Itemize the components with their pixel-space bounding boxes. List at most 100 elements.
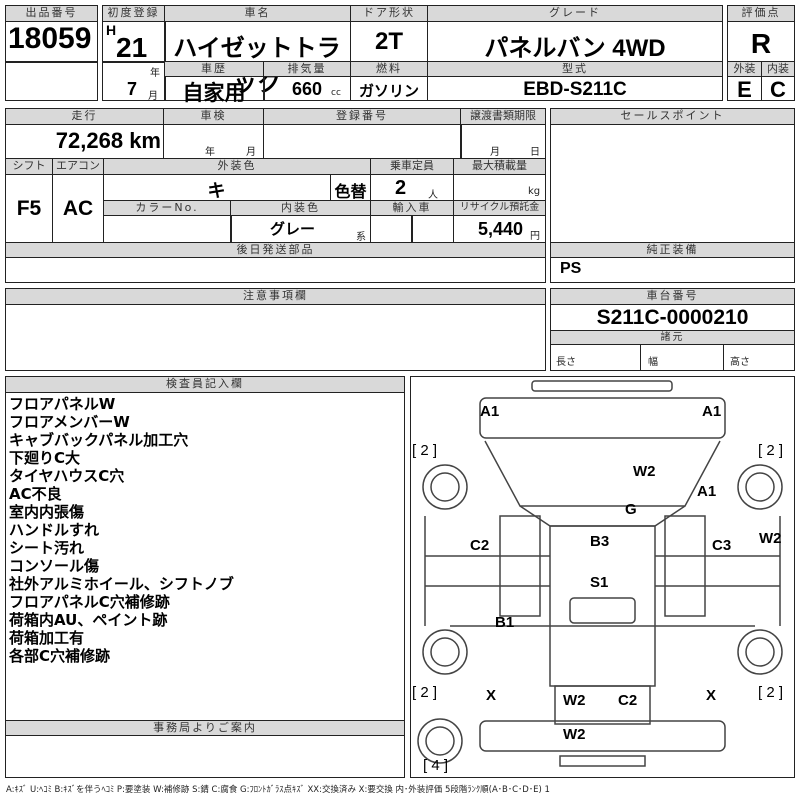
era: H (106, 22, 117, 38)
model-label: 型式 (427, 61, 723, 77)
fuel-label: 燃料 (350, 61, 428, 77)
inspector-label: 検査員記入欄 (5, 376, 405, 393)
legend: A:ｷｽﾞ U:ﾍｺﾐ B:ｷｽﾞを伴うﾍｺﾐ P:要塗装 W:補修跡 S:錆 … (6, 785, 550, 795)
mileage-label: 走行 (5, 108, 164, 125)
insp-year-unit: 年 (205, 147, 215, 158)
divider (640, 344, 724, 371)
equipment: PS (560, 260, 582, 277)
damage-mark: X (706, 687, 717, 704)
divider (350, 76, 428, 101)
note: コンソール傷 (9, 557, 100, 575)
month-unit: 月 (148, 91, 158, 102)
divider (230, 215, 232, 243)
year: 21 (116, 32, 148, 63)
shift-label: シフト (5, 158, 53, 175)
import-label: 輸入車 (370, 200, 454, 216)
door: 2T (374, 28, 403, 55)
chassis-number: S211C-0000210 (596, 306, 749, 329)
length-label: 長さ (556, 357, 576, 368)
note: 荷箱加工有 (9, 629, 85, 647)
shift: F5 (16, 197, 42, 220)
history-label: 車歴 (164, 61, 264, 77)
damage-mark: C2 (470, 537, 490, 554)
damage-diagram (410, 376, 795, 778)
insp-month-unit: 月 (246, 147, 256, 158)
score-label: 評価点 (727, 5, 795, 22)
color-change: 色替 (334, 184, 367, 201)
transfer-label: 譲渡書類期限 (460, 108, 546, 125)
capacity-unit: 人 (428, 190, 438, 201)
name-label: 車名 (164, 5, 351, 22)
damage-mark: [ 2 ] (412, 442, 438, 459)
interior-color: グレー (270, 221, 316, 238)
spec-label: 諸元 (550, 330, 795, 345)
office-label: 事務局よりご案内 (5, 720, 405, 736)
car-outline (417, 380, 783, 767)
damage-mark: [ 2 ] (412, 684, 438, 701)
history: 自家用 (182, 82, 246, 105)
divider (263, 76, 265, 101)
ext-score: E (737, 77, 752, 102)
grade-label: グレード (427, 5, 723, 22)
note: 下廻りC大 (9, 449, 81, 467)
transfer-day: 日 (530, 147, 540, 158)
ext-label: 外装 (727, 61, 762, 77)
damage-mark: [ 2 ] (758, 684, 784, 701)
note: AC不良 (9, 485, 62, 503)
damage-mark: C3 (712, 537, 732, 554)
damage-mark: A1 (697, 483, 717, 500)
note: フロアメンバーW (9, 413, 130, 431)
inspection-label: 車検 (163, 108, 264, 125)
width-label: 幅 (648, 357, 658, 368)
damage-mark: A1 (702, 403, 722, 420)
note: 社外アルミホイール、シフトノブ (9, 575, 234, 593)
capacity-label: 乗車定員 (370, 158, 454, 175)
mileage: 72,268 km (55, 128, 161, 153)
note: 室内内張傷 (9, 503, 85, 521)
color-no-label: カラーNo. (103, 200, 231, 216)
note: キャブバックパネル加工穴 (9, 431, 189, 449)
int-score: C (770, 77, 786, 102)
note: フロアパネルW (9, 395, 116, 413)
inspector-notes: フロアパネルW フロアメンバーW キャブバックパネル加工穴 下廻りC大 タイヤハ… (9, 395, 234, 665)
damage-mark: W2 (563, 726, 586, 743)
int-label: 内装 (761, 61, 795, 77)
note: ハンドルすれ (9, 521, 100, 539)
later-parts-label: 後日発送部品 (5, 242, 546, 258)
int-color-label: 内装色 (230, 200, 371, 216)
reg-label: 登録番号 (263, 108, 461, 125)
lot-label: 出品番号 (5, 5, 98, 22)
color-label: 外装色 (103, 158, 371, 175)
damage-mark: A1 (480, 403, 500, 420)
year-unit: 年 (150, 68, 160, 79)
divider (411, 215, 413, 243)
recycle-unit: 円 (530, 231, 540, 242)
note: 各部C穴補修跡 (9, 647, 111, 665)
recycle-fee: 5,440 (478, 219, 524, 239)
month: 7 (127, 79, 138, 99)
divider (102, 61, 165, 63)
note: シート汚れ (9, 539, 85, 557)
ac: AC (62, 197, 94, 220)
note: タイヤハウスC穴 (9, 467, 125, 485)
damage-mark: B1 (495, 614, 515, 631)
lot-number: 18059 (8, 22, 92, 55)
load-label: 最大積載量 (453, 158, 546, 175)
damage-mark: W2 (759, 530, 782, 547)
damage-mark: [ 4 ] (423, 757, 449, 774)
damage-mark: C2 (618, 692, 638, 709)
model: EBD-S211C (523, 79, 627, 100)
damage-mark: G (625, 501, 637, 518)
car-name: ハイゼットトラック (173, 35, 341, 97)
damage-mark: W2 (563, 692, 586, 709)
disp-unit: cc (331, 88, 341, 98)
disp-label: 排気量 (263, 61, 351, 77)
damage-mark: W2 (633, 463, 656, 480)
grade: パネルバン 4WD (484, 35, 666, 62)
damage-mark: S1 (590, 574, 609, 591)
note: 荷箱内AU、ペイント跡 (9, 611, 168, 629)
ac-label: エアコン (52, 158, 104, 175)
equip-label: 純正装備 (550, 242, 795, 258)
notes-label: 注意事項欄 (5, 288, 546, 305)
